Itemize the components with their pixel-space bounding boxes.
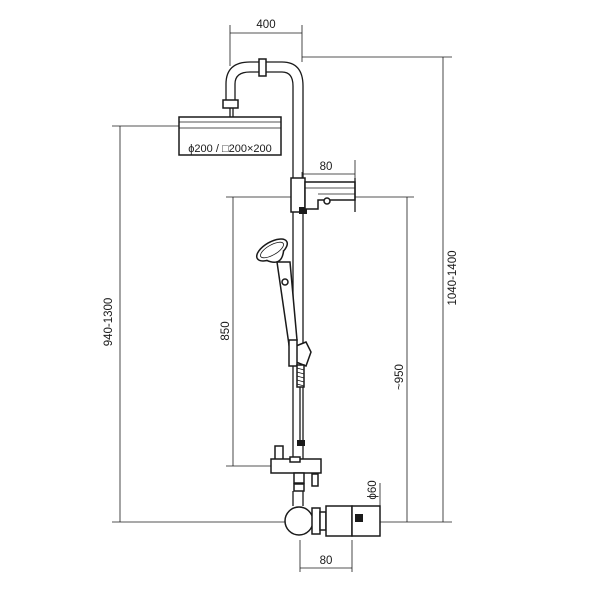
dimension-80-top-label: 80 bbox=[320, 161, 333, 173]
arm-coupling bbox=[258, 58, 267, 77]
hand-shower bbox=[255, 238, 298, 347]
dimension-400-label: 400 bbox=[256, 19, 275, 31]
dimension-950-label: ~950 bbox=[394, 364, 406, 390]
shower-arm bbox=[222, 58, 304, 460]
dimension-1040-1400: 1040-1400 bbox=[302, 56, 459, 523]
dimension-850: 850 bbox=[220, 196, 298, 467]
top-wall-bracket bbox=[290, 177, 356, 214]
dimension-400: 400 bbox=[229, 19, 303, 66]
dimension-940-1300-label: 940-1300 bbox=[103, 298, 115, 347]
showerhead-size-label: ϕ200 / □200×200 bbox=[188, 143, 271, 155]
diverter bbox=[270, 445, 322, 492]
dimension-80-bottom: 80 bbox=[299, 540, 353, 572]
hose bbox=[296, 364, 305, 446]
slider-holder bbox=[288, 339, 312, 367]
dimension-940-1300: 940-1300 bbox=[103, 125, 296, 523]
dimension-850-label: 850 bbox=[220, 321, 232, 340]
dimension-950: ~950 bbox=[355, 196, 414, 522]
dimension-80-bottom-label: 80 bbox=[320, 555, 333, 567]
valve-knob-left bbox=[284, 506, 314, 536]
head-joint bbox=[222, 99, 239, 109]
lower-column bbox=[292, 491, 304, 506]
dimension-1040-1400-label: 1040-1400 bbox=[447, 251, 459, 306]
overhead-showerhead: ϕ200 / □200×200 bbox=[178, 116, 282, 156]
thermostatic-valve bbox=[284, 505, 381, 537]
dimension-phi60-label: ϕ60 bbox=[367, 480, 379, 499]
